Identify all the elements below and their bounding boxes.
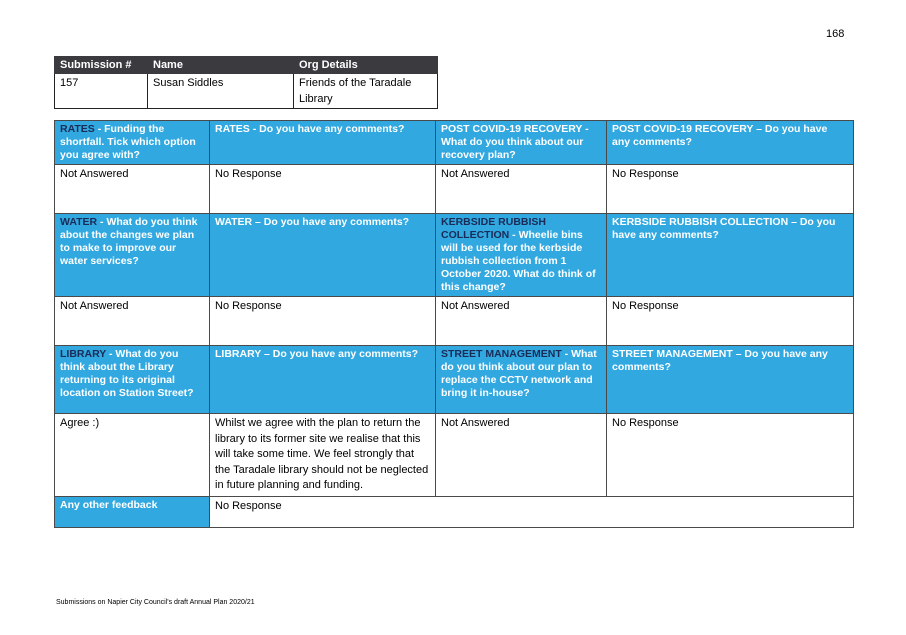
- submission-header-row: Submission # Name Org Details: [54, 56, 438, 74]
- page-footer: Submissions on Napier City Council's dra…: [56, 599, 255, 606]
- question-covid-comments: POST COVID-19 RECOVERY – Do you have any…: [606, 120, 854, 165]
- question-library: LIBRARY - What do you think about the Li…: [54, 345, 210, 414]
- question-row-3: LIBRARY - What do you think about the Li…: [54, 345, 854, 414]
- question-row-2: WATER - What do you think about the chan…: [54, 213, 854, 297]
- other-feedback-answer: No Response: [209, 495, 854, 528]
- submission-number: 157: [54, 73, 148, 109]
- feedback-table: RATES - Funding the shortfall. Tick whic…: [54, 120, 854, 528]
- answer-water: Not Answered: [54, 296, 210, 346]
- answer-row-2: Not Answered No Response Not Answered No…: [54, 296, 854, 346]
- answer-covid-recovery: Not Answered: [435, 164, 607, 214]
- answer-rates: Not Answered: [54, 164, 210, 214]
- question-street-management-comments: STREET MANAGEMENT – Do you have any comm…: [606, 345, 854, 414]
- answer-kerbside: Not Answered: [435, 296, 607, 346]
- submission-table: Submission # Name Org Details 157 Susan …: [54, 56, 438, 109]
- question-kerbside-comments: KERBSIDE RUBBISH COLLECTION – Do you hav…: [606, 213, 854, 297]
- header-org-details: Org Details: [293, 56, 438, 74]
- answer-library-comments: Whilst we agree with the plan to return …: [209, 413, 436, 497]
- question-rates-comments: RATES - Do you have any comments?: [209, 120, 436, 165]
- header-submission-number: Submission #: [54, 56, 148, 74]
- header-name: Name: [147, 56, 294, 74]
- answer-library: Agree :): [54, 413, 210, 497]
- org-line-1: Friends of the Taradale: [299, 77, 412, 89]
- answer-row-3: Agree :) Whilst we agree with the plan t…: [54, 413, 854, 497]
- question-water-comments: WATER – Do you have any comments?: [209, 213, 436, 297]
- submission-row: 157 Susan Siddles Friends of the Taradal…: [54, 73, 438, 109]
- question-covid-recovery: POST COVID-19 RECOVERY - What do you thi…: [435, 120, 607, 165]
- question-street-management: STREET MANAGEMENT - What do you think ab…: [435, 345, 607, 414]
- answer-rates-comments: No Response: [209, 164, 436, 214]
- other-feedback-label: Any other feedback: [54, 495, 210, 528]
- other-feedback-row: Any other feedback No Response: [54, 495, 854, 528]
- page-number: 168: [826, 28, 845, 40]
- answer-covid-comments: No Response: [606, 164, 854, 214]
- question-water: WATER - What do you think about the chan…: [54, 213, 210, 297]
- question-library-comments: LIBRARY – Do you have any comments?: [209, 345, 436, 414]
- answer-water-comments: No Response: [209, 296, 436, 346]
- answer-street-management-comments: No Response: [606, 413, 854, 497]
- question-kerbside: KERBSIDE RUBBISH COLLECTION - Wheelie bi…: [435, 213, 607, 297]
- answer-street-management: Not Answered: [435, 413, 607, 497]
- org-line-2: Library: [299, 93, 333, 105]
- question-row-1: RATES - Funding the shortfall. Tick whic…: [54, 120, 854, 165]
- answer-row-1: Not Answered No Response Not Answered No…: [54, 164, 854, 214]
- question-rates: RATES - Funding the shortfall. Tick whic…: [54, 120, 210, 165]
- answer-kerbside-comments: No Response: [606, 296, 854, 346]
- submitter-name: Susan Siddles: [147, 73, 294, 109]
